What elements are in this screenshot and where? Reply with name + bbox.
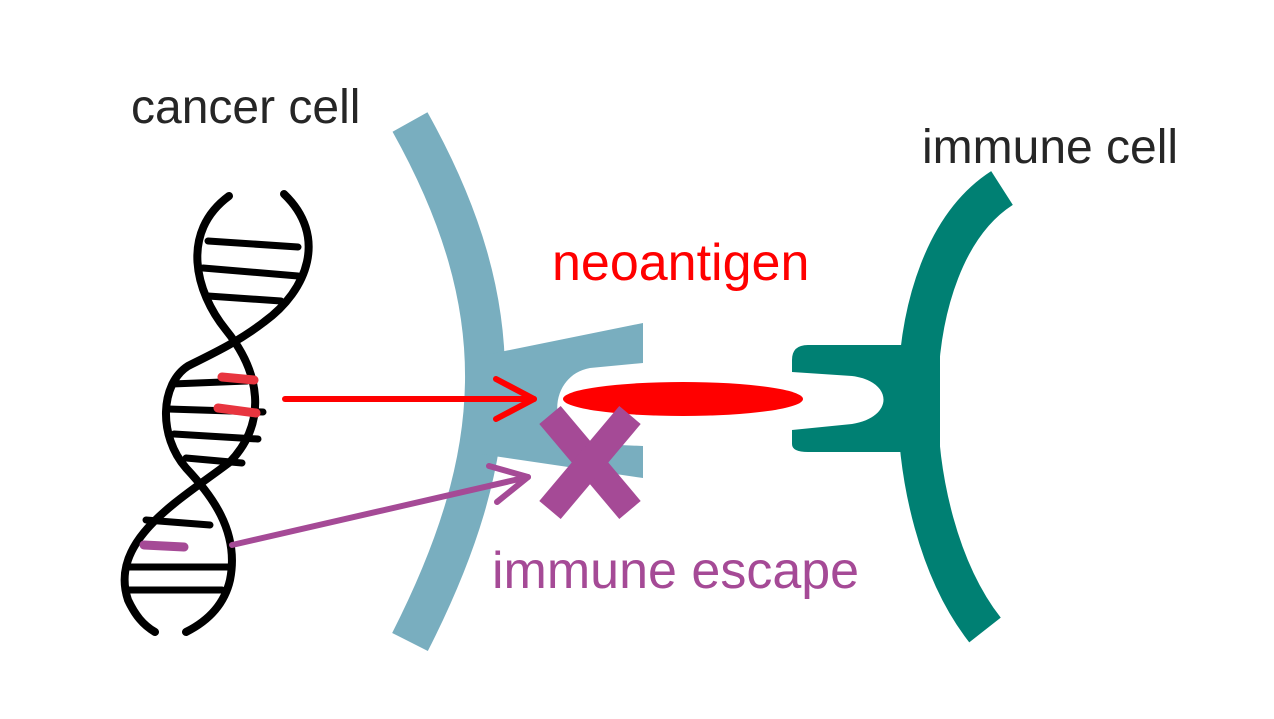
escape-mutation-mark <box>139 540 189 552</box>
neoantigen-mutation-mark <box>217 372 259 385</box>
neoantigen-mutation-mark <box>213 403 261 418</box>
neoantigen-label: neoantigen <box>552 234 809 292</box>
dna-double-helix-icon <box>120 190 313 636</box>
immune-cell-receptor <box>792 345 940 452</box>
dna-backbones <box>120 190 313 636</box>
immune-cell-label: immune cell <box>922 121 1178 174</box>
immune-escape-label: immune escape <box>492 542 859 600</box>
dna-mutation-marks <box>139 372 261 552</box>
immune-escape-arrow <box>229 463 531 548</box>
cancer-cell-label: cancer cell <box>131 81 360 134</box>
x-mark-icon <box>539 405 641 520</box>
cancer-cell-mhc-receptor <box>480 323 643 478</box>
neoantigen-arrow <box>282 376 537 422</box>
neoantigen-shape <box>563 382 803 416</box>
cancer-cell-membrane <box>392 112 505 652</box>
